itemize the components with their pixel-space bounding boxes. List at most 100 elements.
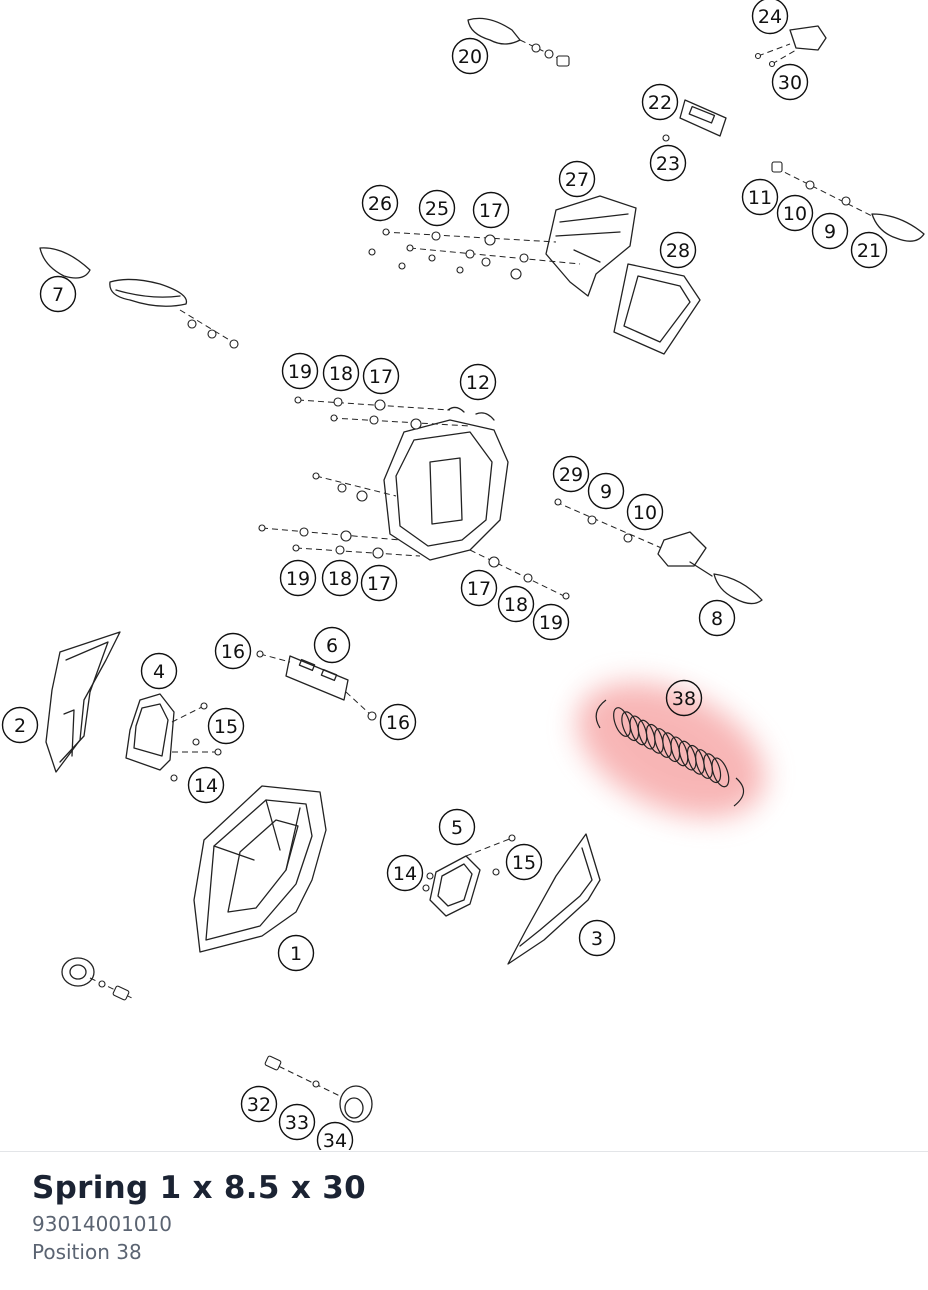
- callout-34[interactable]: 34: [316, 1121, 354, 1151]
- callout-label: 19: [288, 361, 312, 383]
- callout-label: 19: [286, 568, 310, 590]
- callout-19[interactable]: 19: [281, 352, 319, 390]
- callout-label: 27: [565, 169, 589, 191]
- part-21-turn-signal[interactable]: [771, 161, 925, 242]
- callout-22[interactable]: 22: [641, 83, 679, 121]
- part-12-bracket[interactable]: [258, 396, 570, 600]
- callout-23[interactable]: 23: [649, 144, 687, 182]
- callout-label: 17: [467, 578, 491, 600]
- callout-8[interactable]: 8: [698, 599, 736, 637]
- part-7-turn-signal[interactable]: [39, 247, 239, 349]
- part-24-plate-light[interactable]: [754, 25, 827, 68]
- callout-1[interactable]: 1: [277, 934, 315, 972]
- callout-14[interactable]: 14: [187, 766, 225, 804]
- callout-27[interactable]: 27: [558, 160, 596, 198]
- callout-17[interactable]: 17: [362, 357, 400, 395]
- callout-circle: [641, 83, 679, 121]
- callout-circle: [418, 189, 456, 227]
- callout-circle: [321, 559, 359, 597]
- callout-10[interactable]: 10: [776, 194, 814, 232]
- callout-25[interactable]: 25: [418, 189, 456, 227]
- callout-38[interactable]: 38: [665, 679, 703, 717]
- callout-32[interactable]: 32: [240, 1085, 278, 1123]
- part-38-spring[interactable]: [595, 699, 745, 807]
- part-20-turn-signal[interactable]: [467, 17, 570, 67]
- part-position: Position 38: [32, 1240, 142, 1264]
- callout-18[interactable]: 18: [497, 585, 535, 623]
- callout-12[interactable]: 12: [459, 363, 497, 401]
- callout-circle: [281, 352, 319, 390]
- callout-3[interactable]: 3: [578, 919, 616, 957]
- callout-14[interactable]: 14: [386, 854, 424, 892]
- callout-19[interactable]: 19: [532, 603, 570, 641]
- callout-label: 18: [329, 363, 353, 385]
- callout-2[interactable]: 2: [1, 706, 39, 744]
- callout-21[interactable]: 21: [850, 231, 888, 269]
- part-1-headlight[interactable]: [193, 785, 327, 953]
- part-6-plate[interactable]: [256, 650, 377, 721]
- callout-30[interactable]: 30: [771, 63, 809, 101]
- callout-17[interactable]: 17: [472, 191, 510, 229]
- callout-7[interactable]: 7: [39, 275, 77, 313]
- callout-label: 1: [290, 943, 302, 965]
- callout-circle: [451, 37, 489, 75]
- callout-label: 29: [559, 464, 583, 486]
- callout-10[interactable]: 10: [626, 493, 664, 531]
- callout-15[interactable]: 15: [207, 707, 245, 745]
- callout-11[interactable]: 11: [741, 178, 779, 216]
- part-3-side-panel[interactable]: [507, 833, 601, 965]
- part-28-frame[interactable]: [613, 263, 701, 355]
- grommet-assembly[interactable]: [61, 957, 133, 1001]
- callout-label: 23: [656, 153, 680, 175]
- callout-circle: [214, 632, 252, 670]
- callout-29[interactable]: 29: [552, 455, 590, 493]
- diagram-canvas: 1234567891011121617181920212223242526272…: [1, 0, 925, 1151]
- part-22-reflector[interactable]: [662, 99, 727, 142]
- part-5-bracket[interactable]: [422, 834, 516, 917]
- callout-17[interactable]: 17: [360, 564, 398, 602]
- callout-label: 26: [368, 193, 392, 215]
- callout-circle: [741, 178, 779, 216]
- callout-label: 28: [666, 240, 690, 262]
- callout-label: 9: [824, 221, 836, 243]
- callout-label: 2: [14, 715, 26, 737]
- callout-33[interactable]: 33: [278, 1103, 316, 1141]
- callout-circle: [626, 493, 664, 531]
- callout-26[interactable]: 26: [361, 184, 399, 222]
- callout-5[interactable]: 5: [438, 808, 476, 846]
- callout-9[interactable]: 9: [587, 472, 625, 510]
- callout-17[interactable]: 17: [460, 569, 498, 607]
- callout-label: 15: [512, 852, 536, 874]
- callout-label: 8: [711, 608, 723, 630]
- callout-label: 19: [539, 612, 563, 634]
- callout-circle: [386, 854, 424, 892]
- callout-circle: [459, 363, 497, 401]
- part-8-turn-signal[interactable]: [554, 498, 763, 605]
- callout-circle: [279, 559, 317, 597]
- callout-circle: [207, 707, 245, 745]
- callout-circle: [776, 194, 814, 232]
- part-4-bracket[interactable]: [125, 693, 222, 782]
- callout-circle: [751, 0, 789, 35]
- callout-18[interactable]: 18: [321, 559, 359, 597]
- callout-20[interactable]: 20: [451, 37, 489, 75]
- callout-18[interactable]: 18: [322, 354, 360, 392]
- callout-6[interactable]: 6: [313, 626, 351, 664]
- callout-label: 10: [633, 502, 657, 524]
- callout-24[interactable]: 24: [751, 0, 789, 35]
- callout-19[interactable]: 19: [279, 559, 317, 597]
- callout-circle: [140, 652, 178, 690]
- callout-label: 33: [285, 1112, 309, 1134]
- callout-label: 5: [451, 817, 463, 839]
- callout-16[interactable]: 16: [379, 703, 417, 741]
- part-34-grommet[interactable]: [264, 1055, 373, 1123]
- callout-15[interactable]: 15: [505, 843, 543, 881]
- callout-label: 18: [328, 568, 352, 590]
- callout-16[interactable]: 16: [214, 632, 252, 670]
- part-27-tail-light[interactable]: [368, 195, 637, 297]
- callout-9[interactable]: 9: [811, 212, 849, 250]
- callout-circle: [811, 212, 849, 250]
- callout-28[interactable]: 28: [659, 231, 697, 269]
- part-2-side-panel[interactable]: [45, 631, 121, 773]
- callout-4[interactable]: 4: [140, 652, 178, 690]
